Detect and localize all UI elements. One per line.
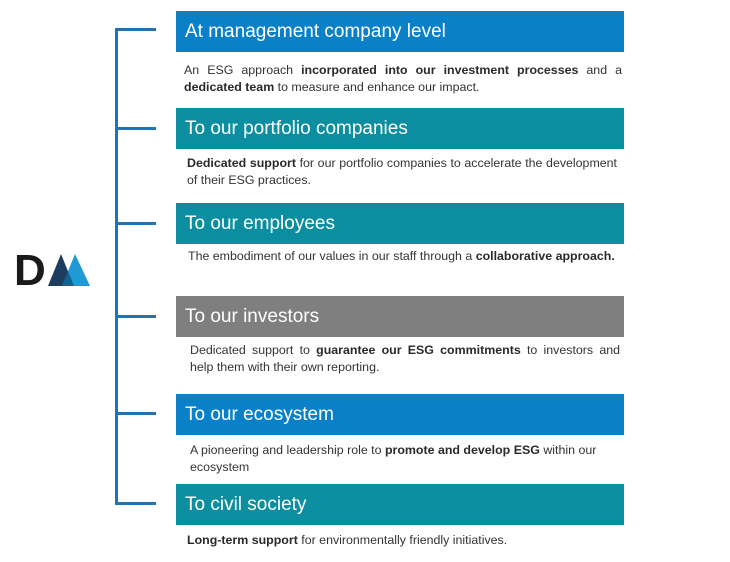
bracket-branch-portfolio xyxy=(115,127,156,130)
description-text: An ESG approach xyxy=(184,63,302,77)
bracket-branch-civil-society xyxy=(115,502,156,505)
description-text: for environmentally friendly initiatives… xyxy=(297,533,508,547)
level-header-employees: To our employees xyxy=(176,203,624,244)
description-emphasis: Dedicated support xyxy=(187,156,296,170)
bracket-branch-ecosystem xyxy=(115,412,156,415)
description-text: and a xyxy=(578,63,623,77)
level-header-investors: To our investors xyxy=(176,296,624,337)
bracket-branch-management xyxy=(115,28,156,31)
level-description-management: An ESG approach incorporated into our in… xyxy=(184,62,622,96)
description-emphasis: promote and develop ESG xyxy=(384,443,540,457)
logo-overlap xyxy=(62,271,74,286)
level-description-civil-society: Long-term support for environmentally fr… xyxy=(187,532,617,549)
level-description-employees: The embodiment of our values in our staf… xyxy=(188,248,625,265)
dm-logo-icon: D xyxy=(14,248,90,288)
level-header-management: At management company level xyxy=(176,11,624,52)
description-emphasis: Long-term support xyxy=(187,533,298,547)
description-text: The embodiment of our values in our staf… xyxy=(188,249,476,263)
description-text: to investors and help them with their ow… xyxy=(190,343,620,374)
description-emphasis: incorporated into our investment process… xyxy=(301,63,579,77)
description-text: to measure and enhance our impact. xyxy=(274,80,480,94)
description-emphasis: guarantee our ESG commitments xyxy=(316,343,521,357)
level-description-investors: Dedicated support to guarantee our ESG c… xyxy=(190,342,620,376)
description-text: for our portfolio companies to accelerat… xyxy=(187,156,617,187)
level-header-civil-society: To civil society xyxy=(176,484,624,525)
bracket-branch-investors xyxy=(115,315,156,318)
description-text: Dedicated support to xyxy=(190,343,317,357)
level-description-ecosystem: A pioneering and leadership role to prom… xyxy=(190,442,626,476)
level-description-portfolio: Dedicated support for our portfolio comp… xyxy=(187,155,617,189)
logo-letter: D xyxy=(14,248,46,288)
bracket-branch-employees xyxy=(115,222,156,225)
description-text: within our ecosystem xyxy=(190,443,597,474)
description-text: A pioneering and leadership role to xyxy=(190,443,385,457)
description-emphasis: dedicated team xyxy=(184,80,275,94)
level-header-portfolio: To our portfolio companies xyxy=(176,108,624,149)
bracket-vertical-line xyxy=(115,28,118,505)
description-emphasis: collaborative approach. xyxy=(475,249,615,263)
level-header-ecosystem: To our ecosystem xyxy=(176,394,624,435)
